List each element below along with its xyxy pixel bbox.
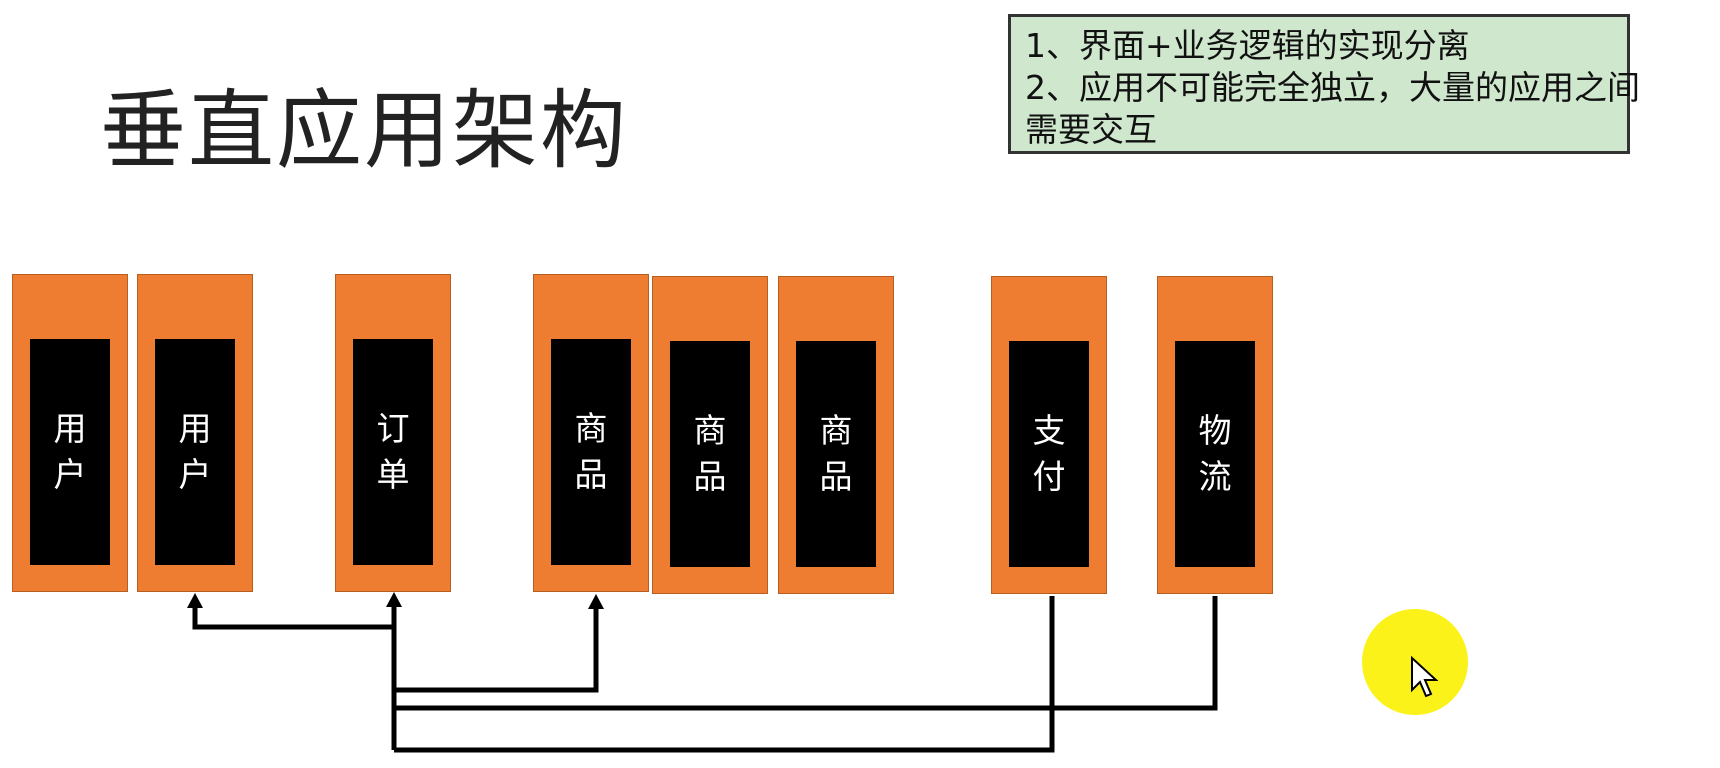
connector-order-to-user bbox=[192, 604, 397, 630]
module-goods-2: 商品 bbox=[652, 276, 768, 594]
note-line-1: 1、界面+业务逻辑的实现分离 bbox=[1025, 26, 1470, 65]
module-core: 商品 bbox=[551, 339, 631, 565]
page-title: 垂直应用架构 bbox=[100, 81, 628, 181]
module-label: 用户 bbox=[53, 409, 87, 494]
arrowhead-user bbox=[187, 593, 203, 608]
module-core: 物流 bbox=[1175, 341, 1255, 567]
module-label: 订单 bbox=[376, 409, 410, 494]
module-user-1: 用户 bbox=[12, 274, 128, 592]
connector-logistics bbox=[394, 596, 1218, 711]
module-payment: 支付 bbox=[991, 276, 1107, 594]
module-core: 商品 bbox=[670, 341, 750, 567]
module-core: 用户 bbox=[155, 339, 235, 565]
mouse-pointer-icon bbox=[1411, 656, 1438, 698]
module-label: 商品 bbox=[693, 411, 727, 496]
module-order: 订单 bbox=[335, 274, 451, 592]
note-line-3: 需要交互 bbox=[1025, 110, 1157, 149]
arrowhead-goods bbox=[588, 594, 604, 609]
module-logistics: 物流 bbox=[1157, 276, 1273, 594]
module-label: 支付 bbox=[1032, 411, 1066, 496]
module-goods-3: 商品 bbox=[778, 276, 894, 594]
module-core: 用户 bbox=[30, 339, 110, 565]
connector-payment bbox=[394, 596, 1055, 753]
module-label: 物流 bbox=[1198, 411, 1232, 496]
note-line-2: 2、应用不可能完全独立，大量的应用之间 bbox=[1025, 68, 1640, 107]
module-core: 订单 bbox=[353, 339, 433, 565]
connector-order-to-goods bbox=[394, 606, 599, 693]
note-box: 1、界面+业务逻辑的实现分离 2、应用不可能完全独立，大量的应用之间 需要交互 bbox=[1008, 14, 1640, 154]
module-label: 用户 bbox=[178, 409, 212, 494]
module-core: 支付 bbox=[1009, 341, 1089, 567]
module-label: 商品 bbox=[574, 409, 608, 494]
module-user-2: 用户 bbox=[137, 274, 253, 592]
module-label: 商品 bbox=[819, 411, 853, 496]
arrowhead-order bbox=[386, 592, 402, 607]
module-core: 商品 bbox=[796, 341, 876, 567]
module-goods-1: 商品 bbox=[533, 274, 649, 592]
